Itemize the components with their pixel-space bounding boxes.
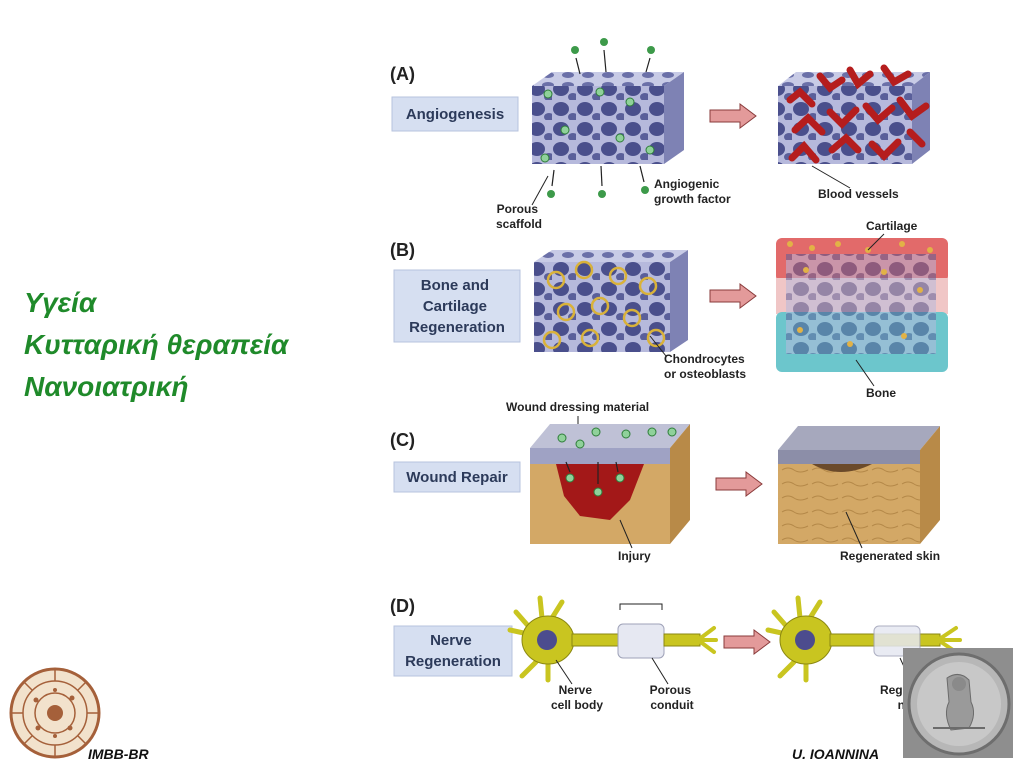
panel-a-arrow: [709, 103, 757, 129]
disc-logo-icon: [6, 664, 104, 762]
wound-tissue-block: [530, 424, 690, 544]
title-line-nanomedicine: Νανοιατρική: [24, 371, 189, 402]
title-line-cell-therapy: Κυτταρική θεραπεία: [24, 329, 289, 360]
label-cartilage: Cartilage: [866, 219, 918, 233]
panel-bone-cartilage: (B) Bone and Cartilage Regeneration: [390, 219, 948, 400]
panel-c-arrow: [715, 471, 763, 497]
label-injury: Injury: [618, 549, 651, 563]
panel-b-arrow: [709, 283, 757, 309]
panel-c-label-text: Wound Repair: [406, 469, 508, 486]
label-growth-factor: Angiogenic growth factor: [654, 177, 731, 206]
regenerated-skin-block: [778, 426, 940, 544]
label-wound-dressing: Wound dressing material: [506, 400, 649, 414]
label-bone: Bone: [866, 386, 896, 400]
growth-factor-dots: [540, 38, 655, 198]
panel-nerve-regeneration: (D) Nerve Regeneration: [390, 595, 962, 712]
panel-b-label-text: Bone and Cartilage Regeneration: [409, 277, 505, 336]
panel-b-letter: (B): [390, 240, 415, 260]
panel-c-letter: (C): [390, 430, 415, 450]
panel-d-label-text: Nerve Regeneration: [405, 632, 501, 670]
panel-angiogenesis: (A) Angiogenesis: [390, 38, 930, 231]
footer-imbb: IMBB-BR: [88, 746, 149, 762]
slide-title-block: Υγεία Κυτταρική θεραπεία Νανοιατρική: [24, 282, 288, 408]
panel-d-letter: (D): [390, 596, 415, 616]
panel-d-arrow: [723, 629, 771, 655]
label-porous-conduit: Porous conduit: [650, 683, 695, 712]
label-nerve-cell-body: Nerve cell body: [551, 683, 603, 712]
panel-d-label-box: [393, 625, 513, 677]
damaged-neuron: [507, 595, 718, 683]
regenerated-tissue: [776, 238, 948, 372]
title-line-health: Υγεία: [24, 287, 97, 318]
coin-logo-icon: [903, 648, 1013, 758]
label-porous-scaffold: Porous scaffold: [496, 202, 542, 231]
panel-c-label-box: [393, 461, 521, 493]
panel-wound-repair: (C) Wound Repair Wound dressing material: [390, 400, 940, 563]
panel-b-label-box: [393, 269, 521, 343]
label-chondrocytes: Chondrocytes or osteoblasts: [664, 352, 748, 381]
label-blood-vessels: Blood vessels: [818, 187, 899, 201]
panel-a-label-box: [391, 96, 519, 132]
panel-a-label-text: Angiogenesis: [406, 106, 504, 123]
cell-seeded-scaffold: [534, 250, 688, 352]
label-regenerated-skin: Regenerated skin: [840, 549, 940, 563]
porous-scaffold: [532, 72, 684, 164]
footer-ioannina: U. IOANNINA: [792, 746, 880, 762]
vascularized-scaffold: [778, 64, 930, 164]
panel-a-letter: (A): [390, 64, 415, 84]
